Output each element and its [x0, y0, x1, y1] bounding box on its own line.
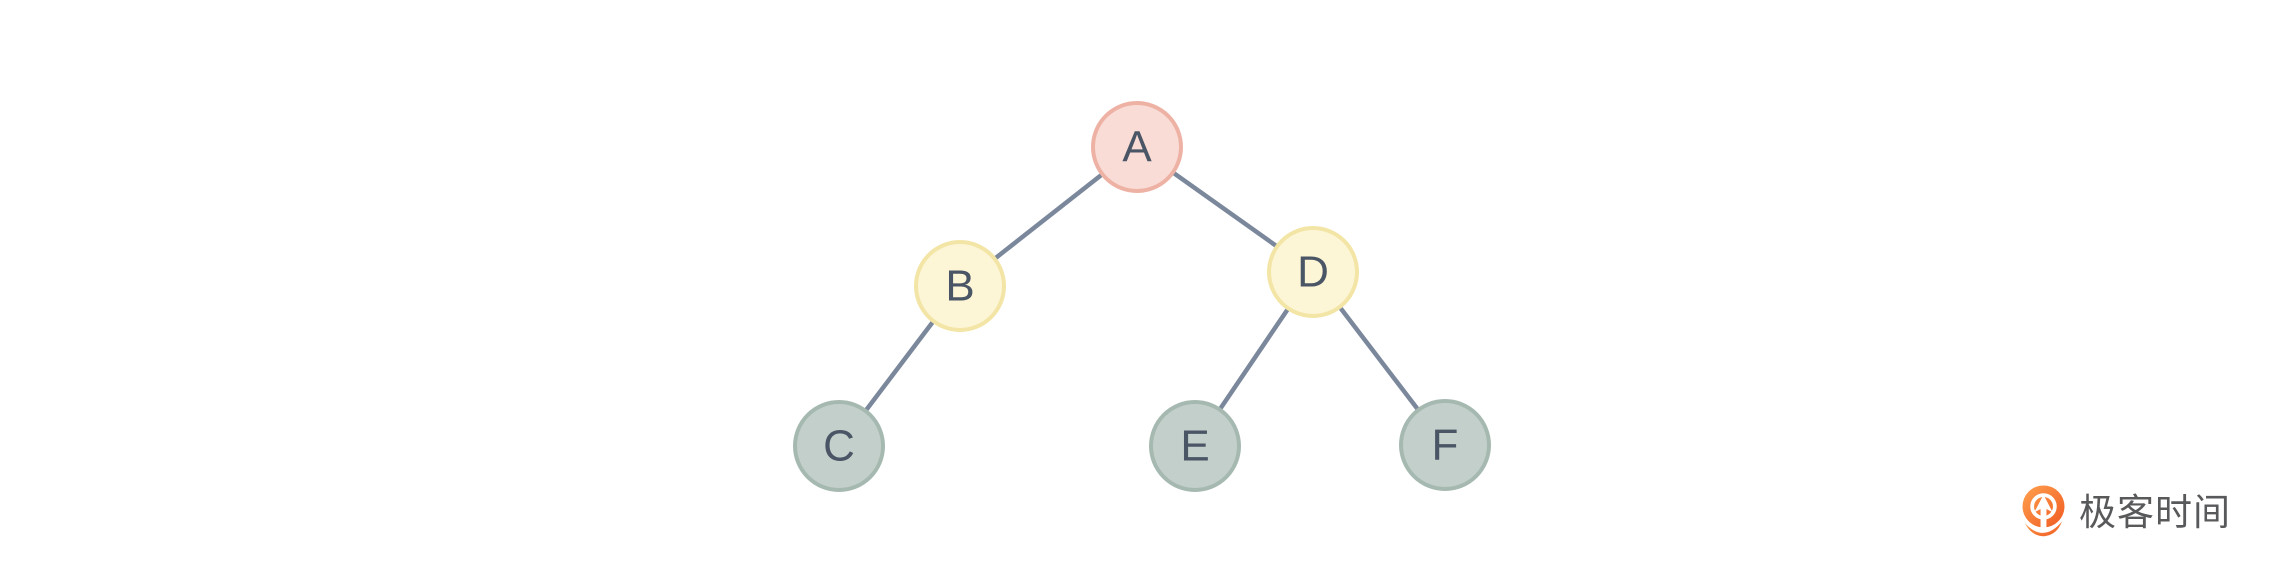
tree-node-label-D: D: [1297, 248, 1329, 297]
tree-node-circle-A: [1091, 101, 1183, 193]
geektime-logo-text: 极客时间: [2079, 491, 2231, 533]
tree-node-E: E: [1149, 400, 1241, 492]
geektime-logo-icon: [2022, 485, 2065, 537]
tree-node-D: D: [1267, 226, 1359, 318]
tree-node-circle-B: [914, 240, 1006, 332]
tree-node-B: B: [914, 240, 1006, 332]
tree-node-label-E: E: [1180, 422, 1209, 471]
tree-node-circle-E: [1149, 400, 1241, 492]
tree-node-circle-C: [793, 400, 885, 492]
tree-node-circle-D: [1267, 226, 1359, 318]
geektime-logo: 极客时间: [2020, 483, 2231, 545]
tree-node-label-F: F: [1432, 421, 1459, 470]
tree-node-C: C: [793, 400, 885, 492]
tree-node-label-B: B: [945, 262, 974, 311]
tree-node-circle-F: [1399, 399, 1491, 491]
tree-node-F: F: [1399, 399, 1491, 491]
tree-node-A: A: [1091, 101, 1183, 193]
tree-node-label-A: A: [1122, 123, 1152, 172]
tree-node-label-C: C: [823, 422, 855, 471]
